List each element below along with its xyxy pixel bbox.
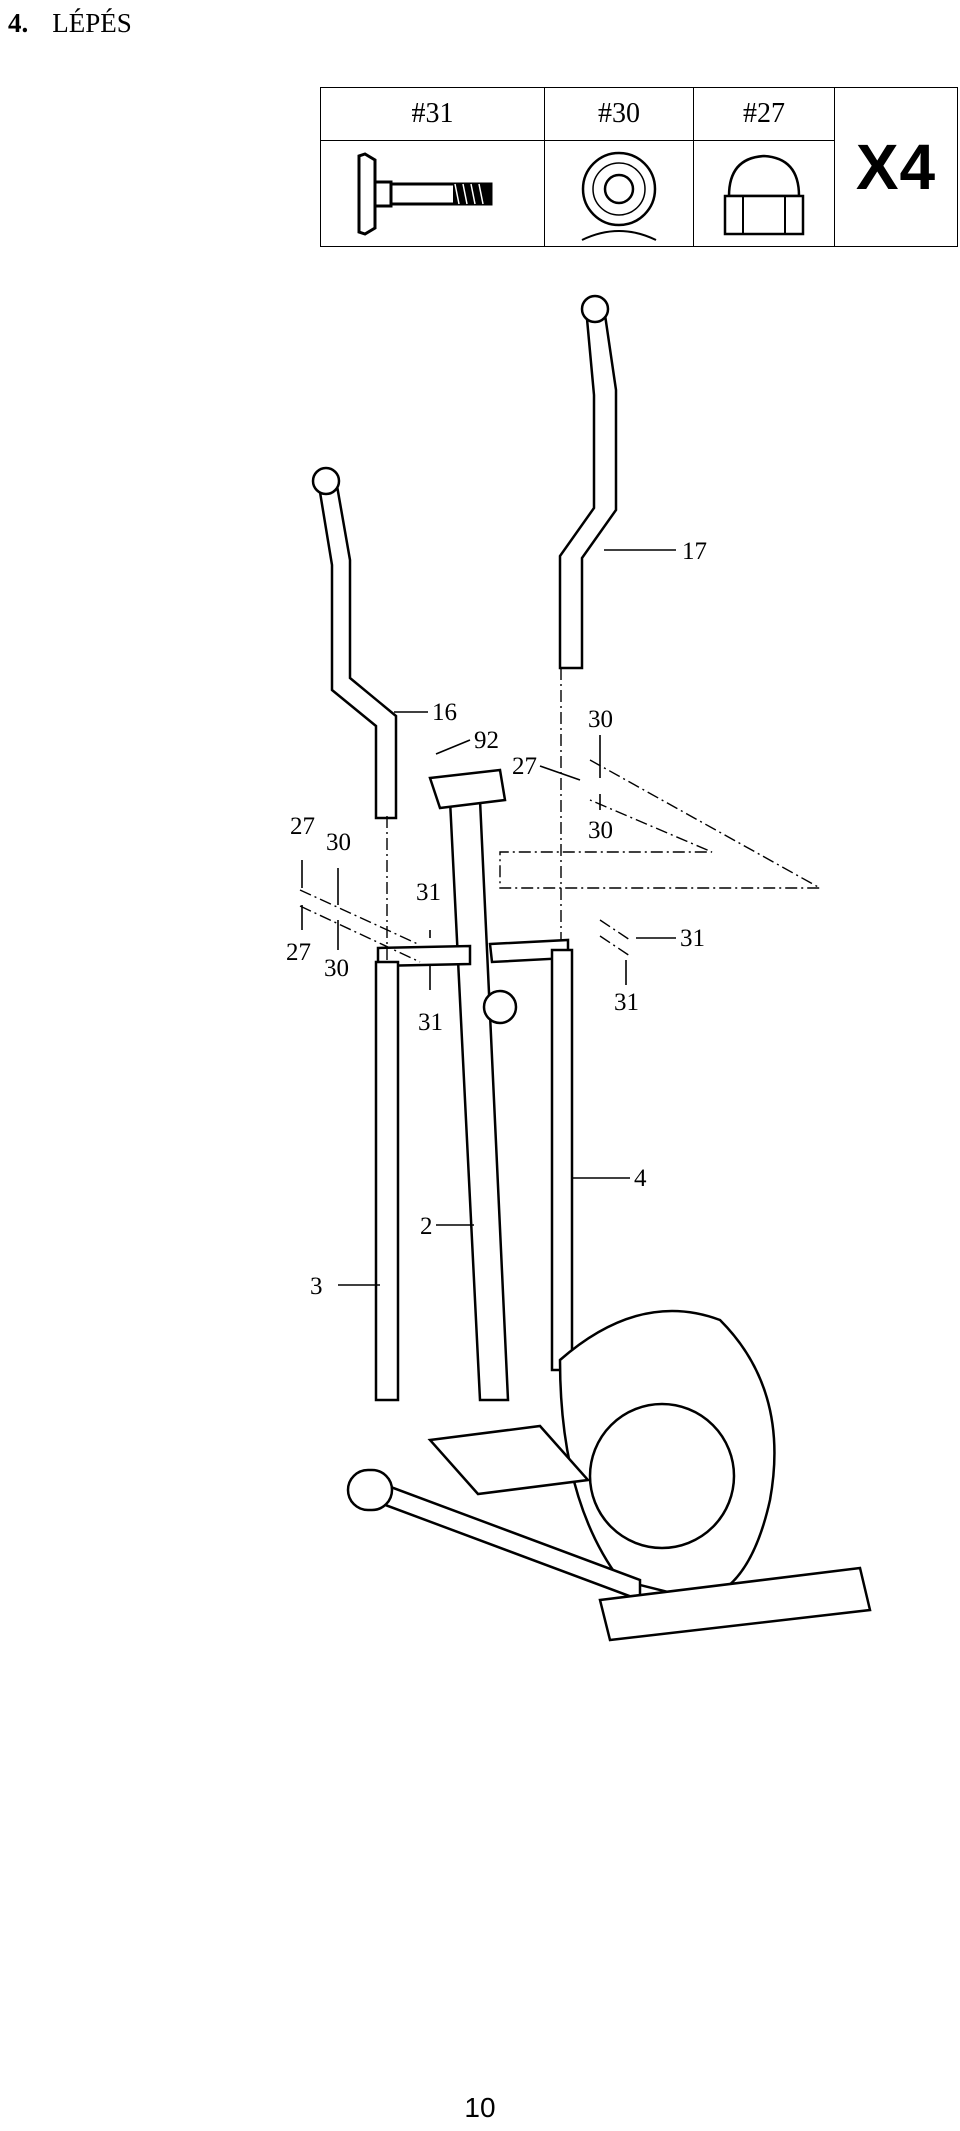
label-30-top: 30 xyxy=(588,706,613,733)
hardware-table: #31 #30 #27 X4 xyxy=(320,87,958,247)
part-code-30: #30 xyxy=(544,87,694,141)
quantity-label: X4 xyxy=(834,87,958,247)
rear-stabilizer xyxy=(598,1566,872,1642)
page-number: 10 xyxy=(464,2092,496,2123)
nut-cell xyxy=(693,140,835,247)
left-cross-arm xyxy=(376,944,472,968)
cap-nut-icon xyxy=(723,154,805,235)
label-27-top: 27 xyxy=(512,753,537,780)
left-handlebar-grip xyxy=(311,466,341,496)
label-31-right-top: 31 xyxy=(680,925,705,952)
main-mast xyxy=(448,798,510,1402)
foot-pedal xyxy=(427,1424,591,1496)
part-code-27: #27 xyxy=(693,87,835,141)
console-bracket xyxy=(428,768,507,810)
label-31-right-bottom: 31 xyxy=(614,989,639,1016)
label-27-left-bottom: 27 xyxy=(286,939,311,966)
washer-cell xyxy=(544,140,694,247)
right-lower-arm xyxy=(550,948,574,1372)
bolt-cell xyxy=(320,140,545,247)
right-handlebar-grip xyxy=(580,294,610,324)
mast-knob xyxy=(482,989,518,1025)
step-number: 4. xyxy=(8,8,29,38)
label-3: 3 xyxy=(310,1273,323,1300)
step-heading: 4. LÉPÉS xyxy=(8,8,132,39)
left-lower-arm xyxy=(374,960,400,1402)
label-16: 16 xyxy=(432,699,457,726)
label-30-mid: 30 xyxy=(588,817,613,844)
washer-icon xyxy=(581,151,657,241)
label-27-left-top: 27 xyxy=(290,813,315,840)
assembly-diagram: 17 16 92 30 27 30 27 30 31 27 30 31 31 3… xyxy=(286,294,872,1642)
left-handlebar xyxy=(316,478,398,820)
label-30-left-top: 30 xyxy=(326,829,351,856)
front-stabilizer xyxy=(346,1468,394,1512)
label-31-left-top: 31 xyxy=(416,879,441,906)
carriage-bolt-icon xyxy=(357,151,492,236)
label-2: 2 xyxy=(420,1213,433,1240)
step-title: LÉPÉS xyxy=(52,8,132,38)
label-17: 17 xyxy=(682,538,707,565)
label-92: 92 xyxy=(474,727,499,754)
label-30-left-bottom: 30 xyxy=(324,955,349,982)
right-handlebar xyxy=(558,306,618,670)
label-31-left-bottom: 31 xyxy=(418,1009,443,1036)
label-4: 4 xyxy=(634,1165,647,1192)
part-code-31: #31 xyxy=(320,87,545,141)
flywheel xyxy=(588,1402,736,1550)
